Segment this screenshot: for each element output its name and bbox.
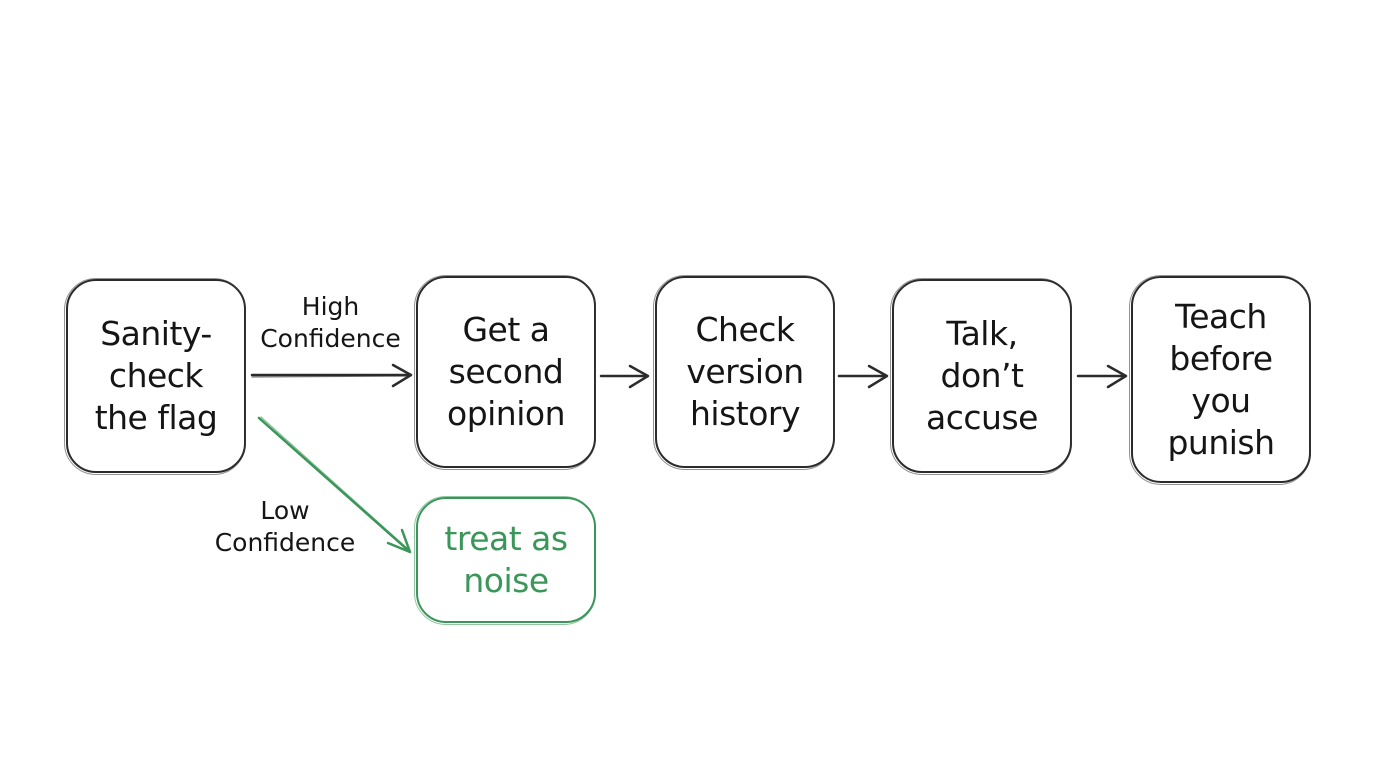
node-second-opinion: Get a second opinion bbox=[414, 275, 596, 470]
node-version-history: Check version history bbox=[653, 275, 835, 470]
node-teach: Teach before you punish bbox=[1129, 275, 1311, 485]
arrow-version-history-to-talk bbox=[837, 364, 889, 389]
node-second-opinion-label: Get a second opinion bbox=[447, 310, 566, 433]
node-teach-label: Teach before you punish bbox=[1167, 296, 1275, 462]
arrow-sanity-to-noise bbox=[257, 416, 412, 554]
node-sanity-check-label: Sanity- check the flag bbox=[94, 314, 218, 437]
arrow-second-opinion-to-version-history bbox=[599, 364, 650, 389]
edge-label-high-confidence: High Confidence bbox=[260, 292, 401, 353]
node-talk-label: Talk, don’t accuse bbox=[926, 314, 1038, 437]
arrow-talk-to-teach bbox=[1076, 364, 1128, 389]
node-noise-label: treat as noise bbox=[444, 519, 568, 600]
node-talk: Talk, don’t accuse bbox=[890, 278, 1072, 475]
arrow-sanity-to-second-opinion bbox=[250, 363, 413, 388]
node-version-history-label: Check version history bbox=[686, 310, 804, 433]
node-noise: treat as noise bbox=[414, 496, 596, 625]
edge-label-low-confidence: Low Confidence bbox=[214, 496, 356, 557]
node-sanity-check: Sanity- check the flag bbox=[64, 278, 246, 475]
